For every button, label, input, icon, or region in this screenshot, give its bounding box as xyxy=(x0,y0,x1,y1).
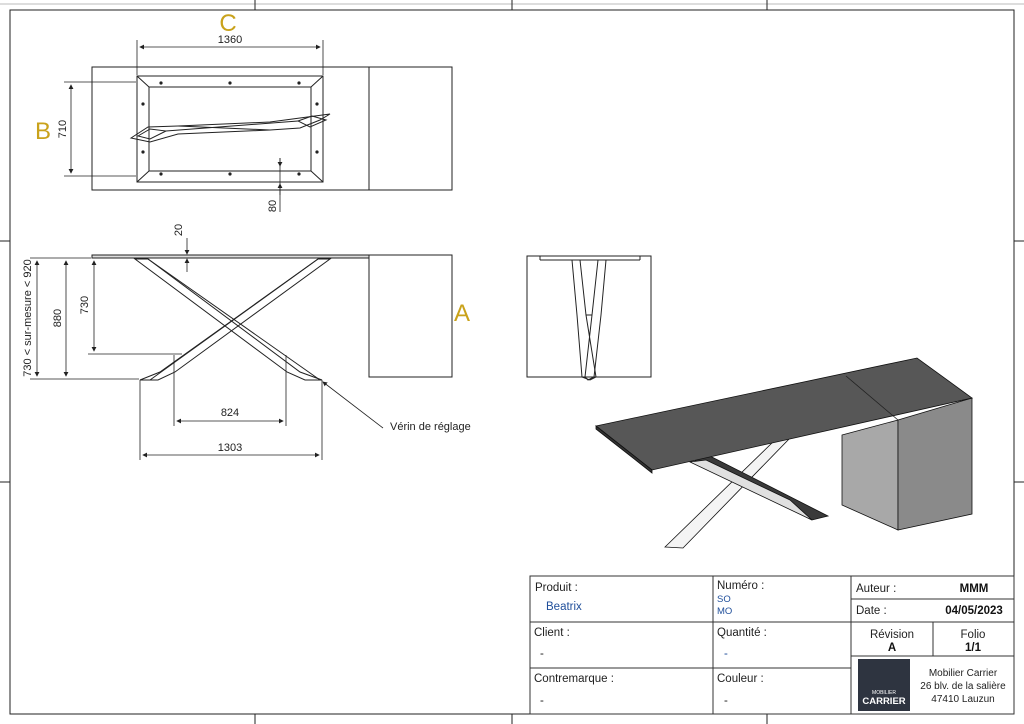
view-label-a: A xyxy=(454,300,470,327)
dim-top-depth xyxy=(64,81,136,177)
side-view xyxy=(526,255,652,381)
folio-label: Folio xyxy=(961,629,986,641)
dim-height-total-label: 880 xyxy=(52,309,64,327)
date-value: 04/05/2023 xyxy=(945,605,1003,617)
view-label-c: C xyxy=(219,10,236,37)
folio-value: 1/1 xyxy=(965,642,982,654)
dim-height-range-label: 730 < sur-mesure < 920 xyxy=(22,259,34,376)
dim-top-thickness-label: 20 xyxy=(173,224,185,236)
produit-value: Beatrix xyxy=(546,601,582,613)
client-value: - xyxy=(540,648,544,660)
produit-label: Produit : xyxy=(535,582,578,594)
dim-top-width-label: 1360 xyxy=(218,34,242,46)
front-view xyxy=(91,254,453,381)
numero-line1: SO xyxy=(717,594,731,605)
dim-height-leg xyxy=(88,260,182,355)
quantite-label: Quantité : xyxy=(717,627,767,639)
numero-label: Numéro : xyxy=(717,580,764,592)
view-label-b: B xyxy=(35,118,51,145)
couleur-label: Couleur : xyxy=(717,673,764,685)
isometric-view xyxy=(595,357,973,549)
company-address: 26 blv. de la salière xyxy=(920,681,1006,692)
leveler-label: Vérin de réglage xyxy=(390,421,471,433)
dim-top-offset-label: 80 xyxy=(267,200,279,212)
dim-height-leg-label: 730 xyxy=(79,296,91,314)
top-view-bolts xyxy=(141,81,319,176)
couleur-value: - xyxy=(724,695,728,707)
company-name: Mobilier Carrier xyxy=(929,668,998,679)
company-logo: MOBILIER CARRIER xyxy=(858,659,910,711)
company-city: 47410 Lauzun xyxy=(931,694,994,705)
logo-big-text: CARRIER xyxy=(862,696,905,707)
revision-value: A xyxy=(888,642,896,654)
dim-leg-inner xyxy=(173,355,287,426)
date-label: Date : xyxy=(856,605,887,617)
dim-top-width xyxy=(136,40,324,75)
revision-label: Révision xyxy=(870,629,914,641)
dim-leg-outer xyxy=(139,380,323,460)
auteur-label: Auteur : xyxy=(856,583,896,595)
contremarque-value: - xyxy=(540,695,544,707)
numero-line2: MO xyxy=(717,606,732,617)
dim-leg-outer-label: 1303 xyxy=(218,442,242,454)
dim-top-depth-label: 710 xyxy=(57,120,69,138)
quantite-value: - xyxy=(724,648,728,660)
dim-leg-inner-label: 824 xyxy=(221,407,239,419)
top-view xyxy=(91,66,453,191)
leveler-leader xyxy=(322,381,384,429)
logo-small-text: MOBILIER xyxy=(872,690,896,696)
contremarque-label: Contremarque : xyxy=(534,673,614,685)
auteur-value: MMM xyxy=(960,583,989,595)
client-label: Client : xyxy=(534,627,570,639)
dim-height-range xyxy=(30,257,139,380)
title-block-frame xyxy=(529,575,1015,715)
